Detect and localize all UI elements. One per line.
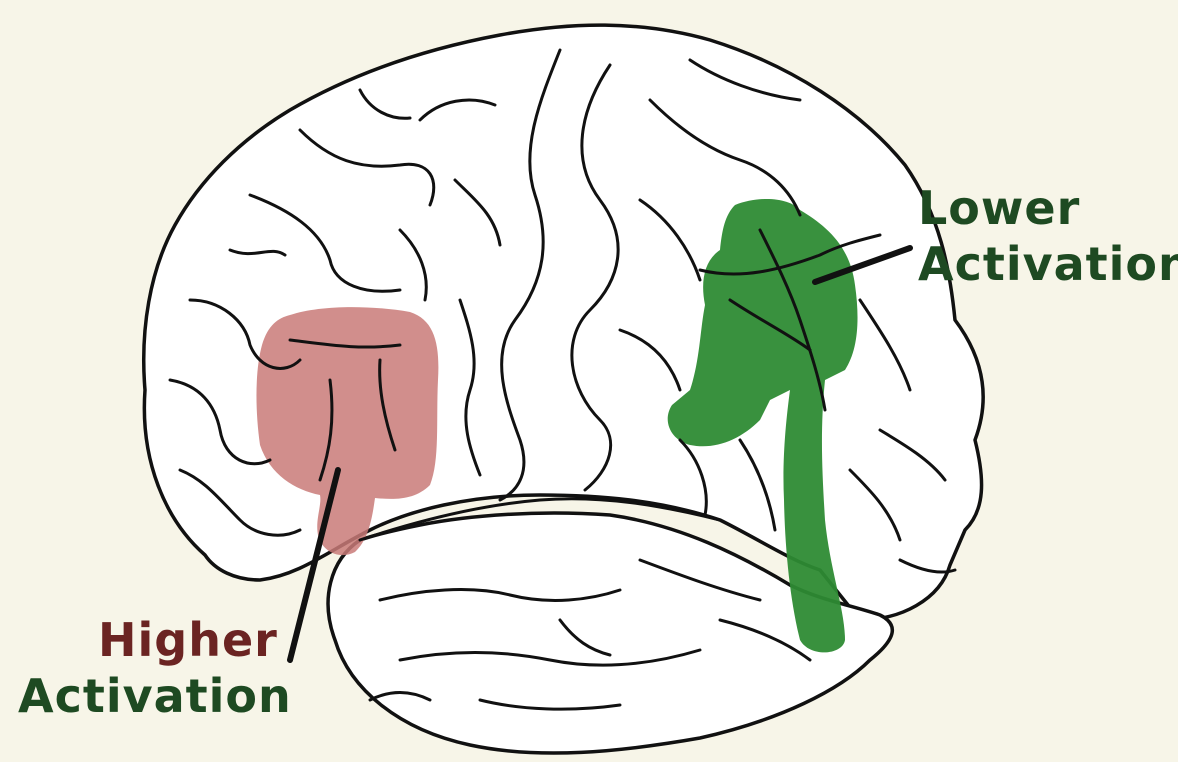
lower-activation-label: Lower Activation [918, 180, 1178, 292]
lower-activation-label-line1: Lower [918, 180, 1178, 236]
higher-activation-label-line2: Activation [18, 669, 292, 723]
higher-activation-label: Higher Activation [18, 612, 292, 724]
higher-activation-label-line1: Higher [18, 612, 292, 668]
lower-activation-label-line2: Activation [918, 237, 1178, 291]
